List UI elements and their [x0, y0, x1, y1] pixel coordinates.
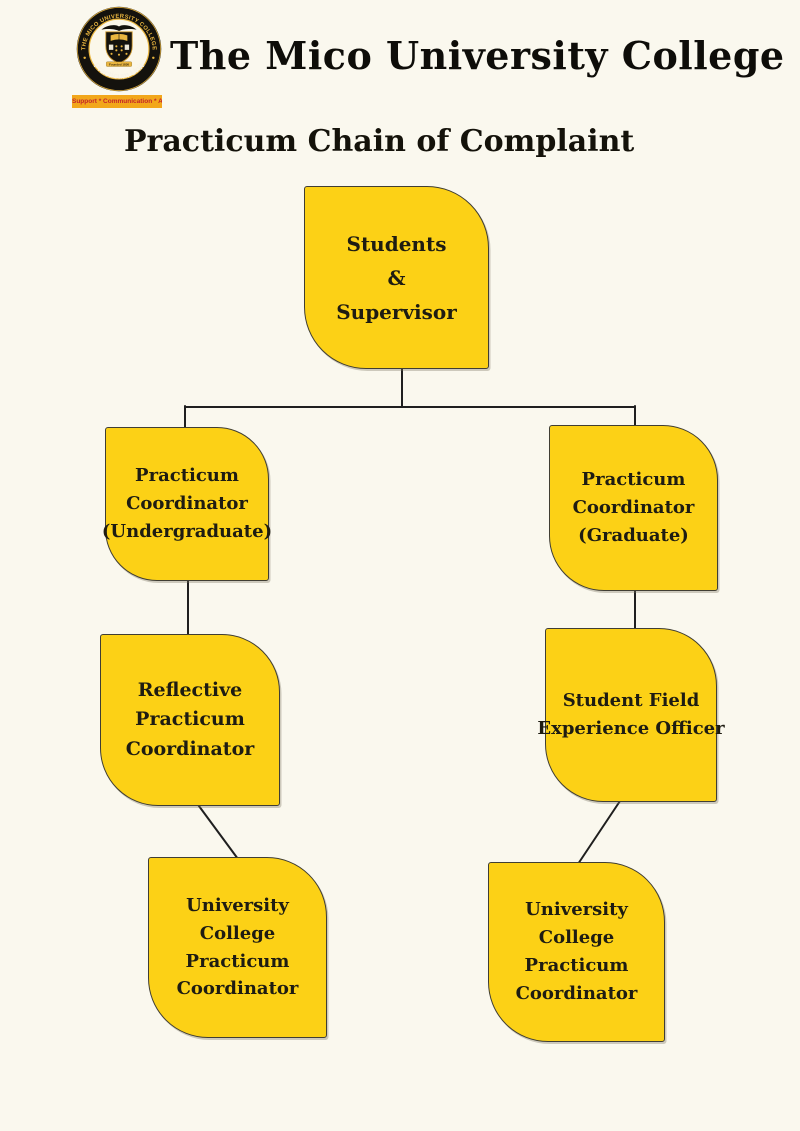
logo-ribbon: Support * Communication * Assurance	[72, 95, 162, 108]
node-university-college-practicum-coordinator-left: University College Practicum Coordinator	[148, 857, 327, 1038]
node-practicum-coordinator-undergraduate: Practicum Coordinator (Undergraduate)	[102, 427, 272, 581]
seal-founded-text: Founded 1836	[109, 62, 129, 66]
node-students-supervisor: Students & Supervisor	[304, 186, 489, 369]
seal-bird-icon	[101, 25, 137, 31]
edge-field-officer-to-ucpc	[577, 797, 623, 865]
page-title: Practicum Chain of Complaint	[124, 124, 635, 159]
university-wordmark: The Mico University College	[170, 33, 785, 78]
seal-icon: THE MICO UNIVERSITY COLLEGE Practicum Un…	[76, 6, 162, 92]
university-seal-logo: THE MICO UNIVERSITY COLLEGE Practicum Un…	[75, 5, 163, 93]
edge-reflective-to-ucpc	[195, 801, 239, 860]
node-student-field-experience-officer: Student Field Experience Officer	[537, 628, 725, 802]
node-reflective-practicum-coordinator: Reflective Practicum Coordinator	[100, 634, 280, 806]
node-practicum-coordinator-graduate: Practicum Coordinator (Graduate)	[549, 425, 718, 591]
node-university-college-practicum-coordinator-right: University College Practicum Coordinator	[488, 862, 665, 1042]
